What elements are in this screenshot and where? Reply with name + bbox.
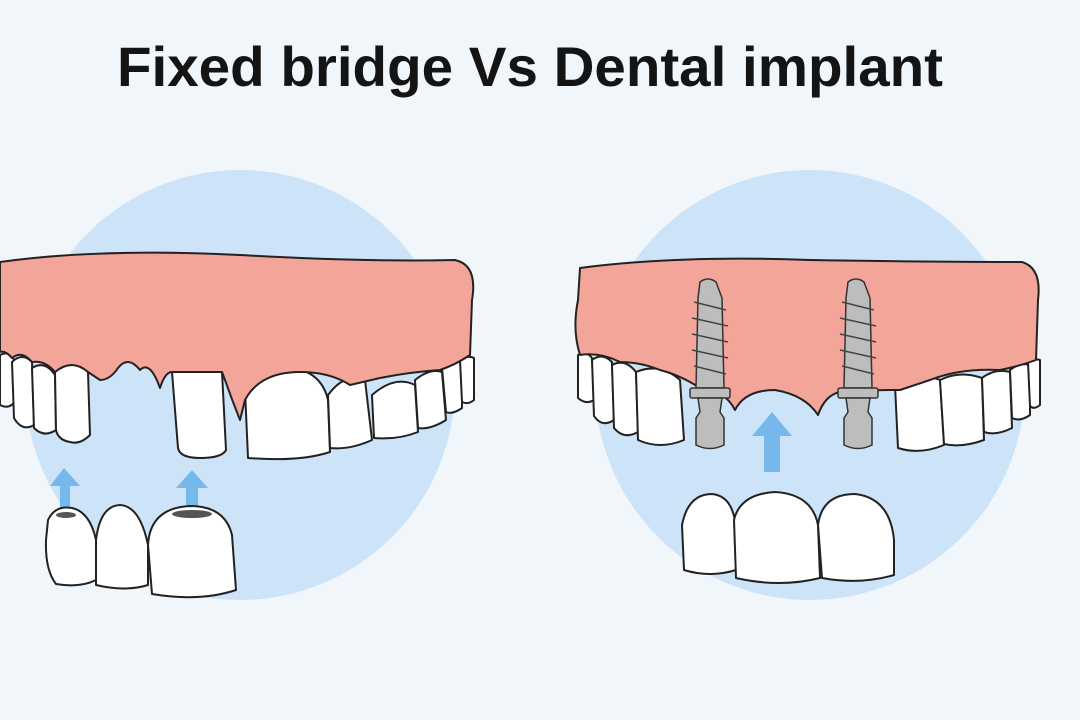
page-title: Fixed bridge Vs Dental implant [117, 35, 943, 98]
tooth [635, 367, 685, 446]
arrow-up-icon [752, 412, 792, 472]
dental-implant-illustration [574, 170, 1041, 600]
implant-crown [817, 493, 895, 582]
tooth [1009, 363, 1031, 421]
bridge-pontic [95, 504, 149, 590]
tooth-abutment [171, 371, 227, 459]
tooth [327, 376, 373, 450]
arrow-up-icon [50, 468, 80, 510]
crown-opening [56, 512, 76, 518]
implant-pontic [733, 491, 821, 584]
tooth [611, 361, 639, 437]
bridge-crown [147, 505, 237, 599]
gum [0, 251, 475, 421]
tooth [31, 364, 57, 435]
tooth [441, 360, 463, 414]
tooth [591, 355, 615, 425]
implant [689, 278, 731, 450]
fixed-bridge-illustration [0, 170, 475, 600]
arrow-up-icon [176, 470, 208, 516]
tooth [371, 380, 419, 440]
tooth [11, 356, 35, 429]
tooth-abutment [54, 364, 91, 444]
implant [837, 278, 879, 450]
tooth [1027, 358, 1041, 409]
implant-crown [681, 493, 737, 575]
crown-opening [172, 510, 212, 518]
tooth [981, 369, 1013, 435]
tooth [414, 370, 447, 430]
tooth [459, 355, 475, 405]
bridge-crown [44, 506, 97, 587]
tooth [939, 373, 985, 447]
